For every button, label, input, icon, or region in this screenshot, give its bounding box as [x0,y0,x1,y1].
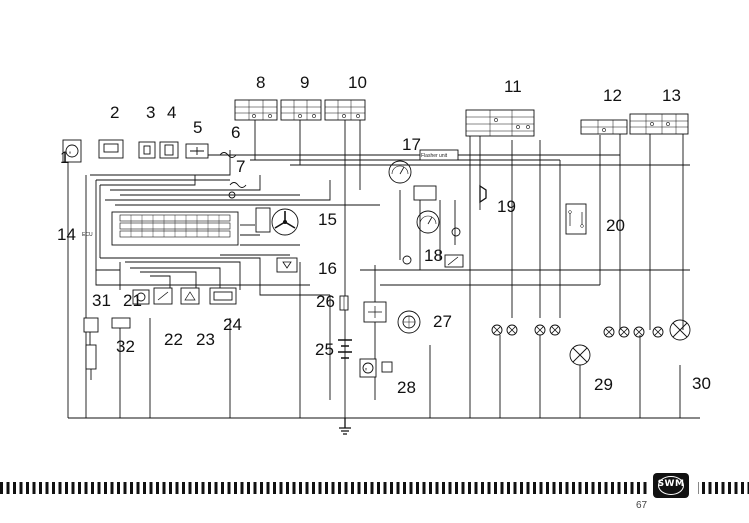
component-number-18: 18 [424,246,443,265]
component-number-7: 7 [236,157,245,176]
headlamp-motor: M [62,139,82,163]
component-number-2: 2 [110,103,119,122]
component-number-5: 5 [193,118,202,137]
headlamp-29 [569,344,591,366]
svg-text:M: M [69,151,71,155]
headlamp-30 [669,319,691,341]
injector-pump-group [138,141,179,159]
component-number-13: 13 [662,86,681,105]
ignition-switch[interactable] [324,99,366,121]
wiring-harness [67,120,700,435]
lamp-position-1 [603,326,615,338]
component-number-15: 15 [318,210,337,229]
logo-text: SWM [657,479,685,489]
component-number-24: 24 [223,315,242,334]
direction-indicator-switch[interactable] [465,109,535,137]
neutral-gear-switch [397,310,421,334]
starter-relay [363,301,387,323]
component-number-26: 26 [316,292,335,311]
component-number-9: 9 [300,73,309,92]
overtake-switch[interactable] [580,119,628,135]
component-number-10: 10 [348,73,367,92]
component-number-25: 25 [315,340,334,359]
component-number-1: 1 [60,148,69,167]
component-number-12: 12 [603,86,622,105]
component-number-4: 4 [167,103,176,122]
lamp-indicator [534,324,546,336]
component-number-21: 21 [123,291,142,310]
meter: Flasher unit [388,149,459,201]
lamp-left-front [491,324,503,336]
sensor-group [132,287,237,305]
lamp-left-rear [506,324,518,336]
power-off-switch[interactable] [234,99,278,121]
headlight-dimmer-switch[interactable] [629,113,689,135]
component-number-17: 17 [402,135,421,154]
component-number-28: 28 [397,378,416,397]
ecu-connector: ECU [82,211,239,246]
ecu-off-switch[interactable] [280,99,322,121]
fan-motor [255,207,299,236]
fuse-group [219,152,247,199]
ignition-coil [83,317,131,380]
fuel-relay [185,143,209,159]
component-number-30: 30 [692,374,711,393]
component-number-32: 32 [116,337,135,356]
component-number-3: 3 [146,103,155,122]
component-number-11: 11 [504,77,522,96]
indicator-lamps [491,319,691,366]
logo-ring [658,476,684,495]
component-number-20: 20 [606,216,625,235]
horn [479,184,487,204]
regulator [276,257,298,273]
lamp-position-3 [633,326,645,338]
component-number-22: 22 [164,330,183,349]
overtake-relay [565,203,587,235]
page-number: 67 [636,500,648,511]
component-number-16: 16 [318,259,337,278]
component-number-19: 19 [497,197,516,216]
component-number-27: 27 [433,312,452,331]
lamp-position-2 [618,326,630,338]
main-fuse [339,295,349,311]
component-number-29: 29 [594,375,613,394]
component-number-8: 8 [256,73,265,92]
bypass-unit [98,139,124,159]
battery [338,339,352,359]
svg-text:M: M [365,368,367,372]
component-number-14: 14 [57,225,76,244]
footer-dash-strip [0,482,749,494]
starting-motor: M [359,358,393,378]
component-number-6: 6 [231,123,240,142]
flasher-unit-label: Flasher unit [421,153,448,159]
fuel-gauge [402,210,464,268]
lamp-right-front [549,324,561,336]
ecu-label: ECU [82,232,93,238]
lamp-driving [652,326,664,338]
component-number-31: 31 [92,291,111,310]
swm-logo-icon: SWM [653,473,689,498]
component-number-23: 23 [196,330,215,349]
